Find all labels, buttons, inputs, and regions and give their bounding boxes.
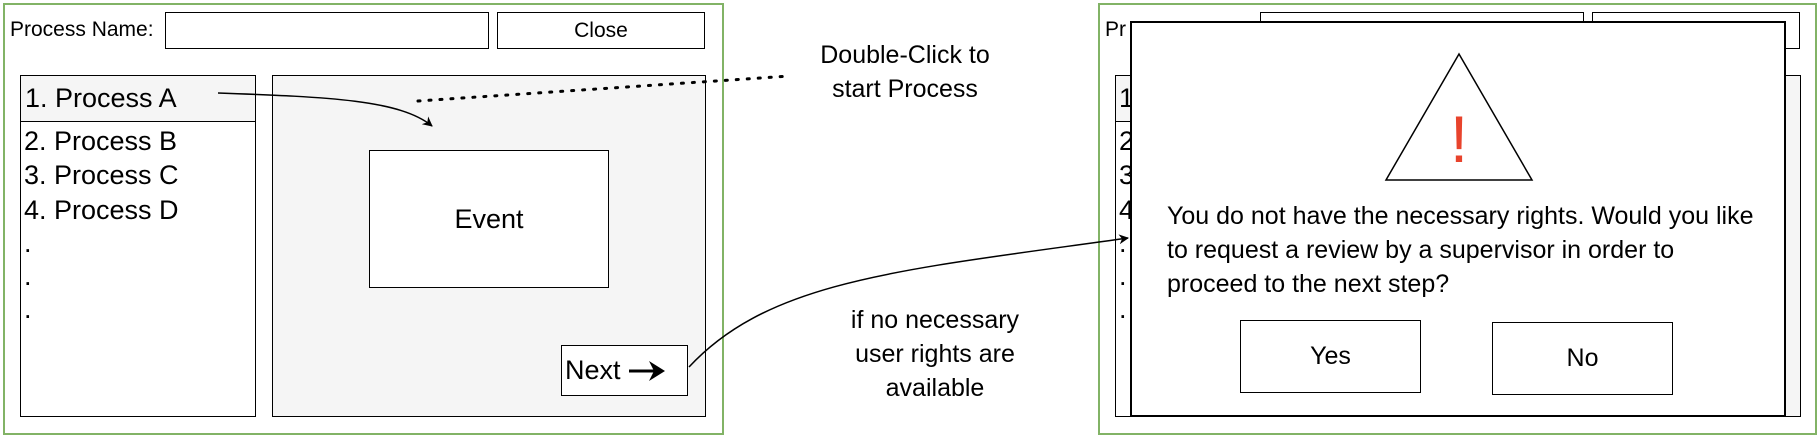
list-item[interactable]: 2. Process B <box>24 126 178 156</box>
dialog-message: You do not have the necessary rights. Wo… <box>1167 202 1754 298</box>
list-item-partial: . <box>1119 261 1127 291</box>
list-item-partial: . <box>1119 294 1127 324</box>
process-list <box>20 75 256 417</box>
no-rights-note-line3: available <box>885 374 985 402</box>
double-click-note-line1: Double-Click to <box>820 41 990 69</box>
list-item: . <box>24 294 32 324</box>
list-item: . <box>24 228 32 258</box>
next-button[interactable]: Next <box>561 345 688 396</box>
double-click-note-line2: start Process <box>832 75 978 103</box>
no-button[interactable]: No <box>1492 322 1673 395</box>
next-button-label: Next <box>565 355 621 385</box>
process-name-label-partial: Pr <box>1105 18 1126 41</box>
list-item[interactable]: 3. Process C <box>24 160 179 190</box>
no-rights-note-line2: user rights are <box>855 340 1015 368</box>
double-click-note: Double-Click to start Process <box>785 38 1025 106</box>
close-button[interactable]: Close <box>497 12 705 49</box>
warning-triangle-icon: ! <box>1384 52 1534 181</box>
event-box[interactable]: Event <box>369 150 609 288</box>
no-rights-note: if no necessary user rights are availabl… <box>815 303 1055 405</box>
right-arrow-icon <box>628 360 665 381</box>
yes-button[interactable]: Yes <box>1240 320 1421 393</box>
no-rights-note-line1: if no necessary <box>850 306 1020 334</box>
list-item: . <box>24 261 32 291</box>
warning-exclamation: ! <box>1450 102 1468 176</box>
process-name-input[interactable] <box>165 12 489 49</box>
process-name-label: Process Name: <box>10 18 154 41</box>
list-item-selected[interactable]: 1. Process A <box>20 75 256 122</box>
list-item-partial: . <box>1119 228 1127 258</box>
list-item[interactable]: 4. Process D <box>24 195 179 225</box>
